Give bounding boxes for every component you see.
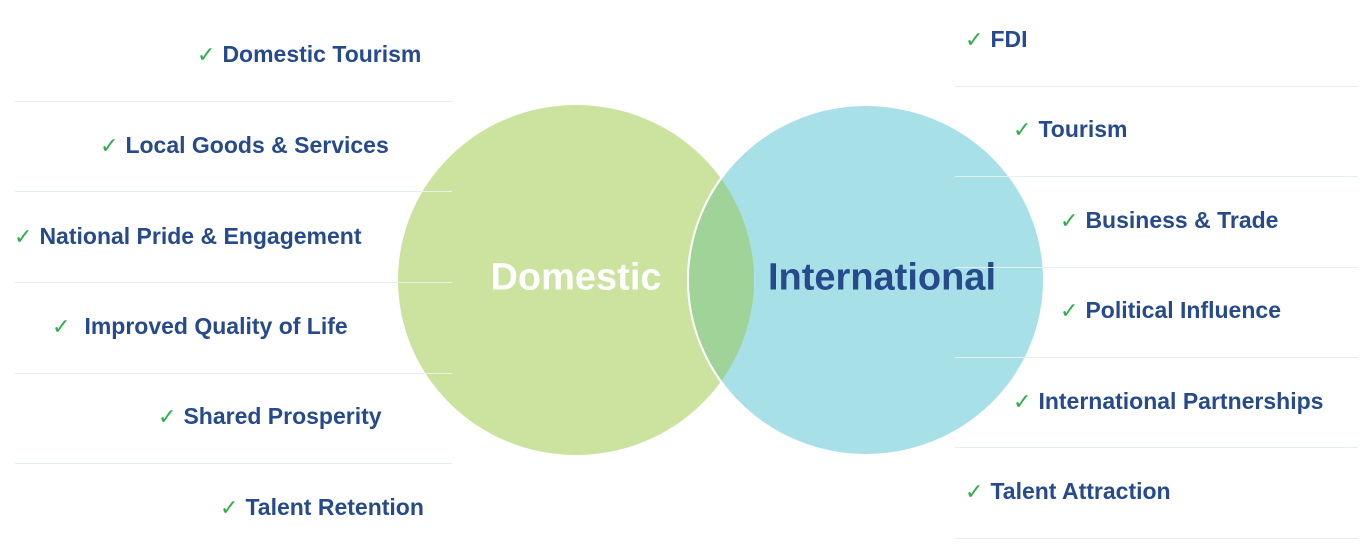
- item-label: Domestic Tourism: [222, 41, 422, 67]
- divider: [15, 373, 452, 374]
- divider: [955, 357, 1358, 358]
- divider: [955, 538, 1358, 539]
- item-label: Shared Prosperity: [183, 403, 382, 429]
- domestic-item: ✓Talent Retention: [220, 493, 424, 523]
- check-icon: ✓: [158, 405, 177, 430]
- item-label: National Pride & Engagement: [39, 223, 362, 249]
- check-icon: ✓: [965, 28, 984, 53]
- domestic-item: ✓Shared Prosperity: [158, 402, 382, 432]
- divider: [15, 101, 452, 102]
- divider: [955, 447, 1358, 448]
- check-icon: ✓: [14, 225, 33, 250]
- domestic-item: ✓Local Goods & Services: [100, 131, 389, 161]
- item-label: Improved Quality of Life: [84, 313, 348, 339]
- check-icon: ✓: [1013, 118, 1032, 143]
- domestic-circle: [398, 105, 754, 455]
- divider: [15, 282, 452, 283]
- domestic-label: Domestic: [490, 256, 662, 299]
- check-icon: ✓: [965, 480, 984, 505]
- divider: [15, 191, 452, 192]
- domestic-item: ✓Domestic Tourism: [197, 40, 421, 70]
- item-label: Tourism: [1038, 116, 1128, 142]
- item-label: Political Influence: [1085, 297, 1281, 323]
- divider: [955, 176, 1358, 177]
- item-label: Talent Attraction: [990, 478, 1171, 504]
- item-label: FDI: [990, 26, 1028, 52]
- international-item: ✓FDI: [965, 25, 1028, 55]
- item-label: International Partnerships: [1038, 388, 1324, 414]
- check-icon: ✓: [100, 134, 119, 159]
- overlap-region: [687, 105, 754, 455]
- divider: [15, 463, 452, 464]
- item-label: Talent Retention: [245, 494, 424, 520]
- international-item: ✓Business & Trade: [1060, 206, 1278, 236]
- international-item: ✓Tourism: [1013, 115, 1127, 145]
- check-icon: ✓: [1060, 299, 1079, 324]
- international-item: ✓Political Influence: [1060, 296, 1281, 326]
- international-item: ✓International Partnerships: [1013, 387, 1323, 417]
- domestic-item: ✓National Pride & Engagement: [14, 222, 362, 252]
- international-label: International: [767, 256, 997, 299]
- check-icon: ✓: [1060, 209, 1079, 234]
- divider: [955, 267, 1358, 268]
- check-icon: ✓: [220, 496, 239, 521]
- international-item: ✓Talent Attraction: [965, 477, 1171, 507]
- item-label: Local Goods & Services: [125, 132, 389, 158]
- divider: [955, 86, 1358, 87]
- check-icon: ✓: [1013, 390, 1032, 415]
- domestic-item: ✓ Improved Quality of Life: [52, 312, 348, 342]
- item-label: Business & Trade: [1085, 207, 1279, 233]
- check-icon: ✓: [52, 315, 71, 340]
- check-icon: ✓: [197, 43, 216, 68]
